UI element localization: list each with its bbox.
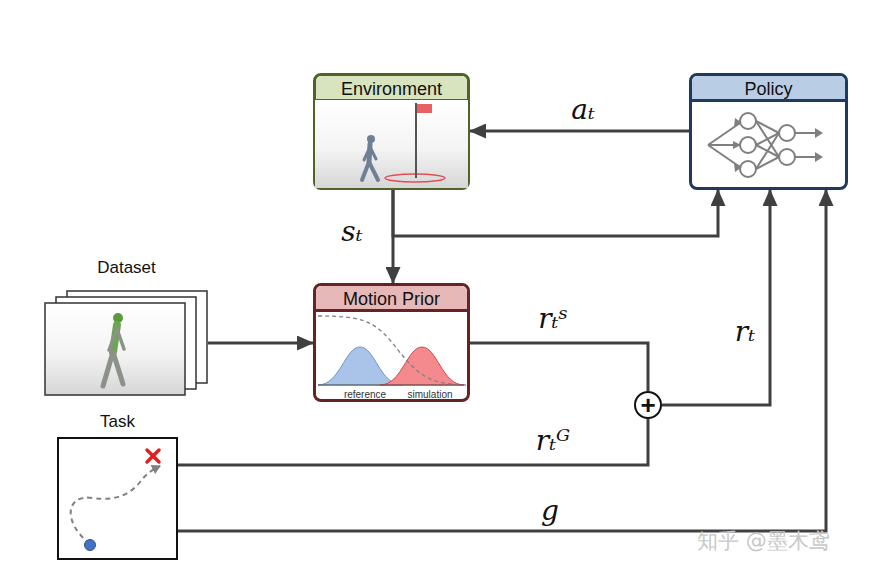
box-header: Motion Prior <box>316 286 467 312</box>
net-arrow <box>733 141 741 149</box>
net-arrow <box>734 163 742 172</box>
walker-leg <box>369 162 378 180</box>
neural-network-icon <box>708 113 823 177</box>
plot-label: reference <box>328 389 402 400</box>
net-neuron <box>740 137 756 153</box>
box-header: Policy <box>692 76 845 102</box>
motion-prior-box: Motion Prior referencesimulation <box>313 283 470 402</box>
walker-leg <box>362 162 369 180</box>
sum-symbol: + <box>636 393 660 417</box>
frame <box>45 303 185 395</box>
walker-torso <box>369 144 370 162</box>
discriminator-curve <box>318 316 452 384</box>
actor-leg <box>103 352 113 386</box>
actor-head <box>113 313 123 323</box>
net-link <box>795 156 815 158</box>
dataset-stack: Dataset <box>45 290 208 395</box>
goal-cross <box>147 450 159 462</box>
signal-label: rₜ <box>735 315 755 348</box>
simulation-curve <box>380 347 464 385</box>
net-neuron <box>740 161 756 177</box>
task-box: Task <box>57 437 178 560</box>
box-header: Environment <box>316 76 467 102</box>
net-neuron <box>740 113 756 129</box>
goal-cross <box>147 450 159 462</box>
environment-scene <box>315 100 468 188</box>
policy-box: Policy <box>689 73 848 190</box>
net-arrow <box>734 118 742 127</box>
plot-axis <box>318 385 466 386</box>
box-title: Task <box>59 412 176 432</box>
flow-connector <box>470 343 648 391</box>
sum-junction: + <box>634 391 662 419</box>
actor-leg <box>113 352 123 384</box>
flag <box>417 104 432 113</box>
net-link <box>756 121 779 157</box>
net-neuron <box>779 149 795 165</box>
walker-head <box>367 135 375 143</box>
actor-arm <box>117 329 124 349</box>
net-link <box>756 133 779 145</box>
flow-connector <box>178 419 648 465</box>
frame <box>56 297 196 389</box>
flow-connector <box>662 190 770 405</box>
distribution-plot <box>318 316 466 385</box>
net-link <box>795 132 815 134</box>
signal-label: sₜ <box>341 215 362 248</box>
signal-label: rₜˢ <box>538 302 568 335</box>
flow-connector <box>470 130 689 133</box>
net-link <box>708 145 740 167</box>
task-path <box>71 466 160 544</box>
net-arrow <box>815 128 823 138</box>
walker-arm <box>364 147 370 160</box>
net-link <box>756 121 779 133</box>
signal-label: aₜ <box>571 93 595 126</box>
task-sketch <box>71 450 160 551</box>
signal-label: rₜᴳ <box>536 424 570 457</box>
actor-torso <box>113 325 117 352</box>
start-dot <box>85 540 96 551</box>
net-link <box>708 144 740 146</box>
net-link <box>708 123 740 145</box>
walker-arm <box>370 147 376 159</box>
flow-connector <box>208 342 313 345</box>
net-arrow <box>815 152 823 162</box>
environment-box: Environment <box>313 73 470 190</box>
net-neuron <box>779 125 795 141</box>
actor-arm <box>109 329 117 350</box>
flow-connector <box>393 190 718 236</box>
frame <box>67 291 207 383</box>
flag-pole <box>415 103 417 178</box>
flow-connector <box>178 190 826 531</box>
dataset-frames <box>45 291 207 395</box>
target-ring <box>385 174 445 182</box>
net-link <box>756 145 779 157</box>
reference-curve <box>318 347 402 385</box>
box-title: Dataset <box>45 258 208 278</box>
plot-label: simulation <box>393 389 467 400</box>
signal-label: g <box>541 494 559 527</box>
floor-backdrop <box>315 100 468 188</box>
net-link <box>756 157 779 169</box>
net-link <box>756 133 779 169</box>
